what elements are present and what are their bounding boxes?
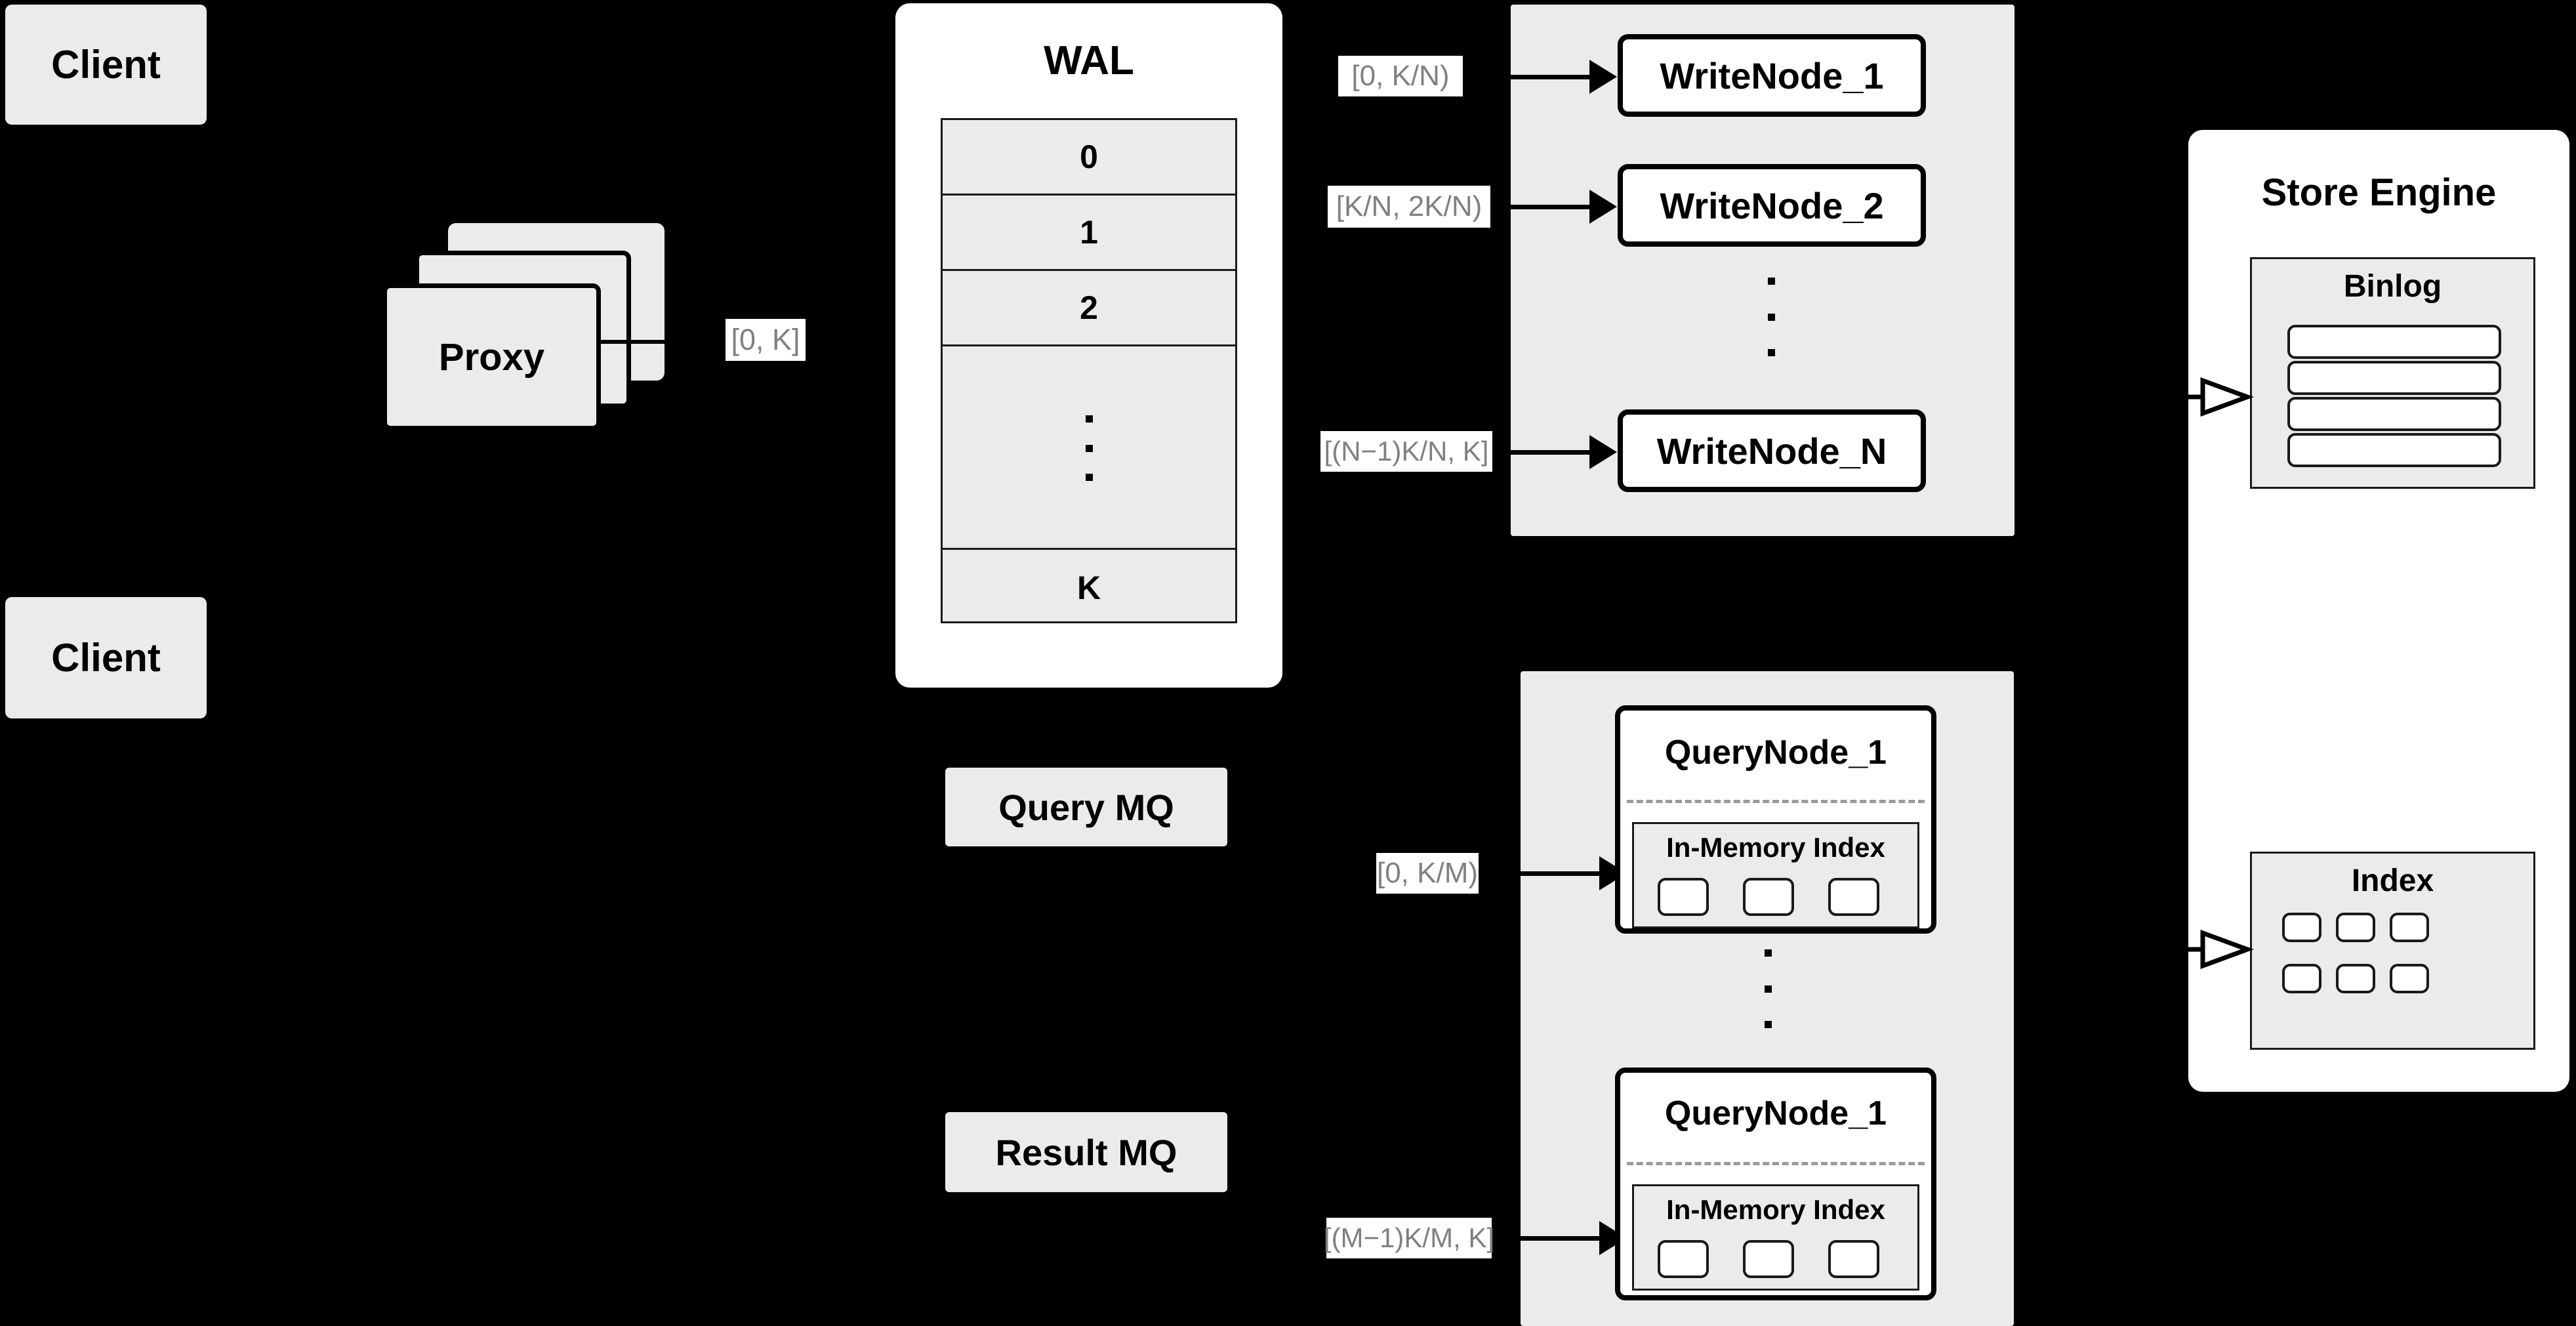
query-node-m-label: QueryNode_1 (1664, 1094, 1887, 1132)
in-memory-index-panel-2: In-Memory Index (1632, 1184, 1919, 1291)
wal-row-label: 0 (1080, 138, 1098, 175)
range-label-proxy-wal: [0, K] (726, 319, 806, 361)
index-slot[interactable] (2336, 913, 2375, 942)
index-slot[interactable] (1743, 878, 1794, 916)
write-group-vertical-dots-icon (1768, 278, 1775, 356)
index-panel: Index (2250, 852, 2535, 1050)
range-label-writenode-n-text: [(N−1)K/N, K] (1324, 436, 1489, 466)
proxy-box[interactable]: Proxy (382, 283, 601, 430)
query-group-vertical-dots-icon (1765, 949, 1772, 1028)
arrow-head-writenode-2 (1589, 190, 1617, 224)
hollow-arrow-icon-binlog (2165, 374, 2257, 420)
wal-title: WAL (1044, 38, 1134, 83)
range-label-proxy-wal-text: [0, K] (731, 323, 800, 356)
write-node-2-label: WriteNode_2 (1660, 184, 1884, 226)
arrow-line-writenode-1 (1511, 75, 1603, 79)
write-node-n-label: WriteNode_N (1656, 430, 1887, 472)
store-engine-title: Store Engine (2261, 171, 2497, 214)
index-title: Index (2351, 863, 2434, 898)
arrow-line-writenode-2 (1511, 205, 1603, 209)
binlog-slot[interactable] (2287, 397, 2501, 431)
wal-row[interactable]: 0 (943, 120, 1235, 196)
range-label-querynode-1-text: [0, K/M) (1376, 857, 1479, 889)
proxy-label: Proxy (438, 335, 545, 379)
wal-row-label: K (1076, 569, 1101, 606)
query-node-1-separator (1627, 800, 1925, 803)
query-mq-box[interactable]: Query MQ (945, 768, 1227, 846)
index-slot[interactable] (1828, 1240, 1879, 1278)
wal-row[interactable]: K (943, 550, 1235, 625)
write-node-2[interactable]: WriteNode_2 (1618, 164, 1926, 247)
range-label-writenode-1-text: [0, K/N) (1351, 60, 1450, 92)
index-slot[interactable] (2336, 964, 2375, 993)
binlog-slot[interactable] (2287, 433, 2501, 467)
binlog-panel: Binlog (2250, 257, 2535, 489)
result-mq-label: Result MQ (995, 1131, 1177, 1173)
binlog-slot[interactable] (2287, 325, 2501, 359)
write-node-n[interactable]: WriteNode_N (1618, 409, 1926, 492)
index-slot[interactable] (1743, 1240, 1794, 1278)
range-label-writenode-2: [K/N, 2K/N) (1328, 186, 1490, 228)
index-slot[interactable] (1658, 878, 1709, 916)
wal-row-ellipsis (943, 346, 1235, 550)
range-label-writenode-n: [(N−1)K/N, K] (1320, 431, 1492, 472)
query-node-1-label: QueryNode_1 (1664, 734, 1887, 772)
wal-row[interactable]: 2 (943, 271, 1235, 346)
range-label-querynode-m-text: [(M−1)K/M, K] (1323, 1222, 1495, 1253)
query-mq-label: Query MQ (998, 786, 1174, 828)
result-mq-box[interactable]: Result MQ (945, 1112, 1227, 1192)
hollow-arrow-icon-index (2165, 926, 2257, 972)
write-node-1[interactable]: WriteNode_1 (1618, 34, 1926, 117)
in-memory-index-title-1: In-Memory Index (1666, 832, 1885, 863)
wal-row[interactable]: 1 (943, 196, 1235, 271)
index-slot[interactable] (1658, 1240, 1709, 1278)
write-node-1-label: WriteNode_1 (1660, 54, 1884, 96)
index-slot[interactable] (2390, 913, 2429, 942)
client-label-2: Client (51, 636, 161, 680)
wal-rows-frame: 0 1 2 K (941, 118, 1237, 623)
binlog-title: Binlog (2343, 269, 2442, 304)
range-label-writenode-2-text: [K/N, 2K/N) (1336, 190, 1482, 222)
proxy-to-wal-line (601, 340, 732, 344)
index-slot[interactable] (2282, 913, 2321, 942)
vertical-dots-icon (1086, 415, 1093, 481)
client-box-1[interactable]: Client (5, 5, 207, 125)
range-label-querynode-m: [(M−1)K/M, K] (1323, 1218, 1495, 1258)
client-box-2[interactable]: Client (5, 597, 207, 718)
index-slot[interactable] (1828, 878, 1879, 916)
range-label-querynode-1: [0, K/M) (1376, 853, 1479, 894)
wal-row-label: 1 (1080, 214, 1098, 251)
binlog-slot[interactable] (2287, 361, 2501, 395)
wal-row-label: 2 (1080, 289, 1098, 326)
arrow-line-querynode-m (1521, 1236, 1612, 1241)
index-slot[interactable] (2390, 964, 2429, 993)
range-label-writenode-1: [0, K/N) (1338, 56, 1463, 96)
query-node-m[interactable]: QueryNode_1 In-Memory Index (1615, 1067, 1936, 1300)
client-label-1: Client (51, 43, 161, 87)
query-node-1[interactable]: QueryNode_1 In-Memory Index (1615, 705, 1936, 934)
index-slot[interactable] (2282, 964, 2321, 993)
arrow-head-writenode-1 (1589, 60, 1617, 94)
arrow-line-querynode-1 (1521, 871, 1612, 876)
query-node-m-separator (1627, 1162, 1925, 1165)
in-memory-index-panel-1: In-Memory Index (1632, 822, 1919, 928)
arrow-line-writenode-n (1511, 450, 1603, 455)
in-memory-index-title-2: In-Memory Index (1666, 1194, 1885, 1225)
arrow-head-writenode-n (1589, 435, 1617, 469)
